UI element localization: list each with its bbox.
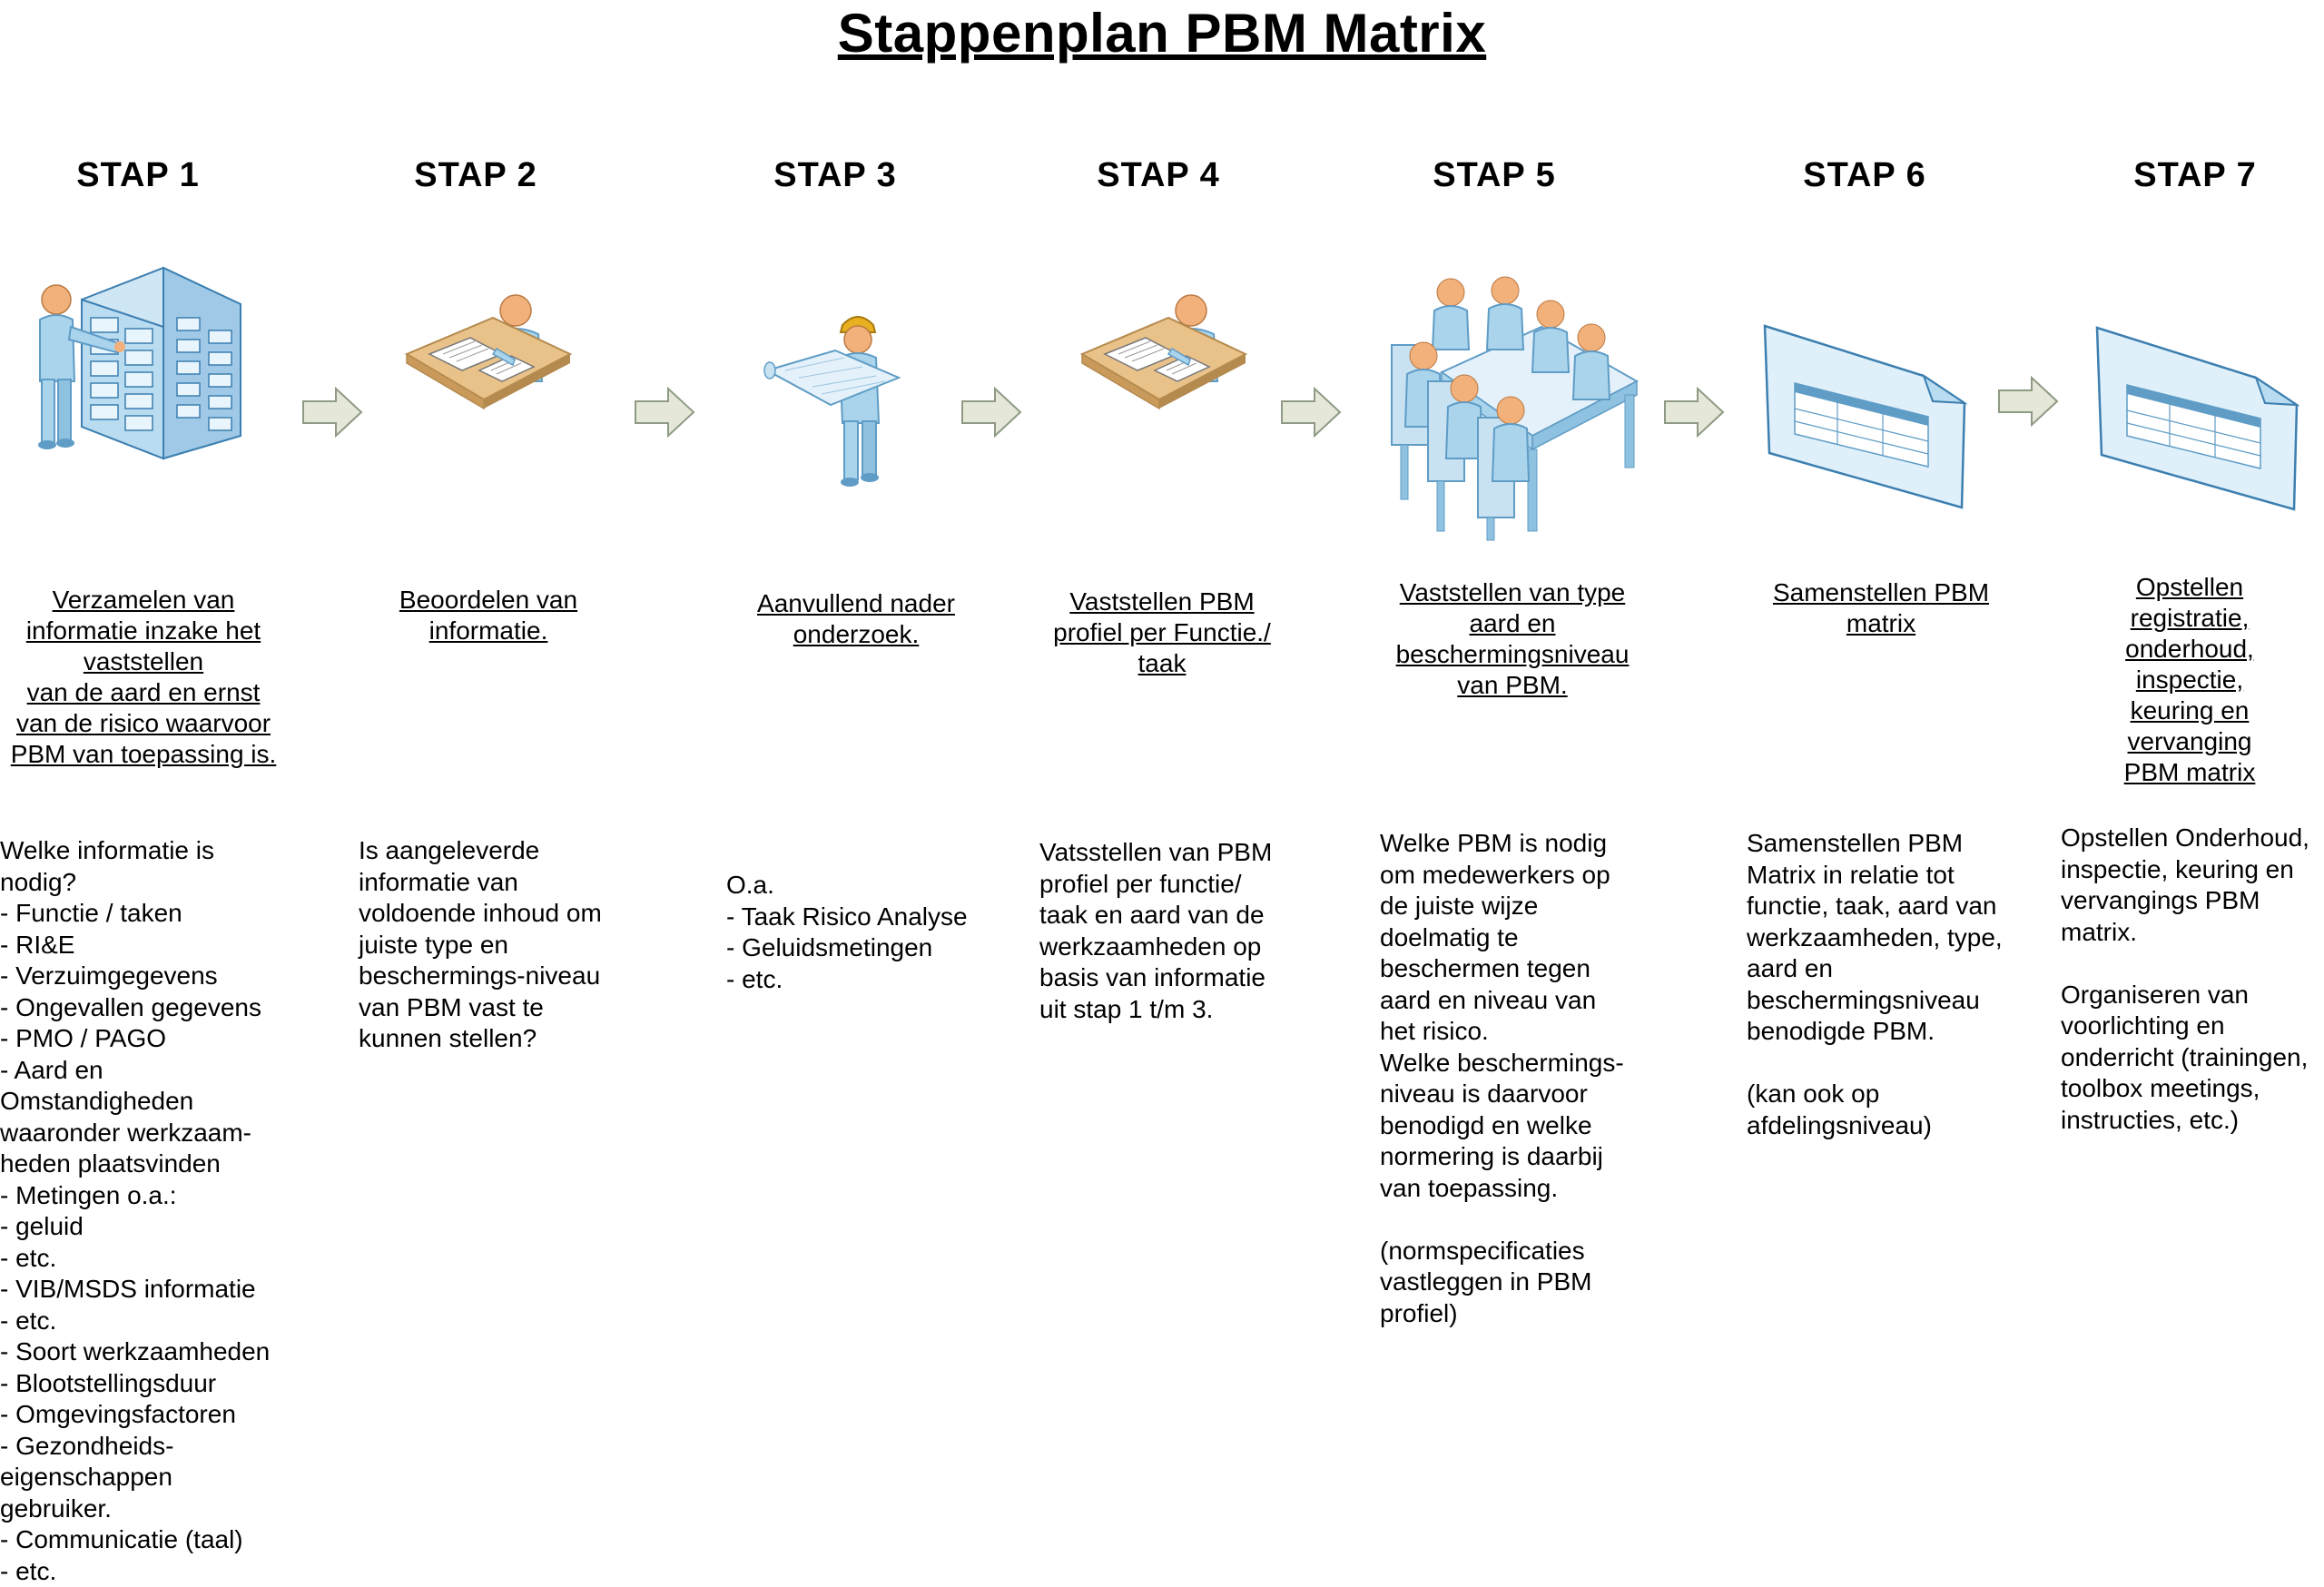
step-5-heading: Vaststellen van type aard en bescherming… (1395, 578, 1630, 699)
right-arrow-icon (301, 385, 365, 444)
step-6-heading: Samenstellen PBM matrix (1772, 578, 1990, 637)
person-at-desk-icon (1078, 263, 1250, 431)
step-5-label: STAP 5 (1433, 156, 1556, 194)
step-3-heading: Aanvullend nader onderzoek. (757, 589, 955, 648)
step-1-description: Welke informatie is nodig? - Functie / t… (0, 836, 271, 1585)
step-3-label: STAP 3 (773, 156, 897, 194)
right-arrow-icon (960, 385, 1024, 444)
step-5-description: Welke PBM is nodig om medewerkers op de … (1380, 829, 1624, 1327)
right-arrow-icon (1997, 374, 2061, 433)
page-title: Stappenplan PBM Matrix (837, 3, 1487, 64)
step-2-description: Is aangeleverde informatie van voldoende… (359, 836, 602, 1052)
step-6-description: Samenstellen PBM Matrix in relatie tot f… (1747, 829, 2003, 1139)
step-7-label: STAP 7 (2133, 156, 2257, 194)
worker-at-server-rack-icon (27, 263, 245, 468)
engineer-with-blueprint-icon (763, 305, 908, 500)
spreadsheet-document-icon (1760, 321, 1969, 517)
step-6-label: STAP 6 (1803, 156, 1926, 194)
meeting-table-icon (1387, 272, 1641, 549)
step-4-label: STAP 4 (1097, 156, 1220, 194)
step-7-heading: Opstellen registratie, onderhoud, inspec… (2123, 573, 2256, 786)
step-2-heading: Beoordelen van informatie. (399, 586, 578, 645)
step-1-heading: Verzamelen van informatie inzake het vas… (10, 586, 277, 768)
step-3-description: O.a. - Taak Risico Analyse - Geluidsmeti… (726, 871, 968, 993)
spreadsheet-document-icon (2093, 323, 2301, 518)
step-4-description: Vatsstellen van PBM profiel per functie/… (1039, 838, 1273, 1023)
step-7-description: Opstellen Onderhoud, inspectie, keuring … (2061, 823, 2309, 1134)
step-4-heading: Vaststellen PBM profiel per Functie./ ta… (1053, 587, 1271, 677)
step-2-label: STAP 2 (414, 156, 537, 194)
step-1-label: STAP 1 (76, 156, 200, 194)
right-arrow-icon (1280, 385, 1344, 444)
person-at-desk-icon (402, 263, 575, 431)
right-arrow-icon (634, 385, 697, 444)
right-arrow-icon (1663, 385, 1727, 444)
